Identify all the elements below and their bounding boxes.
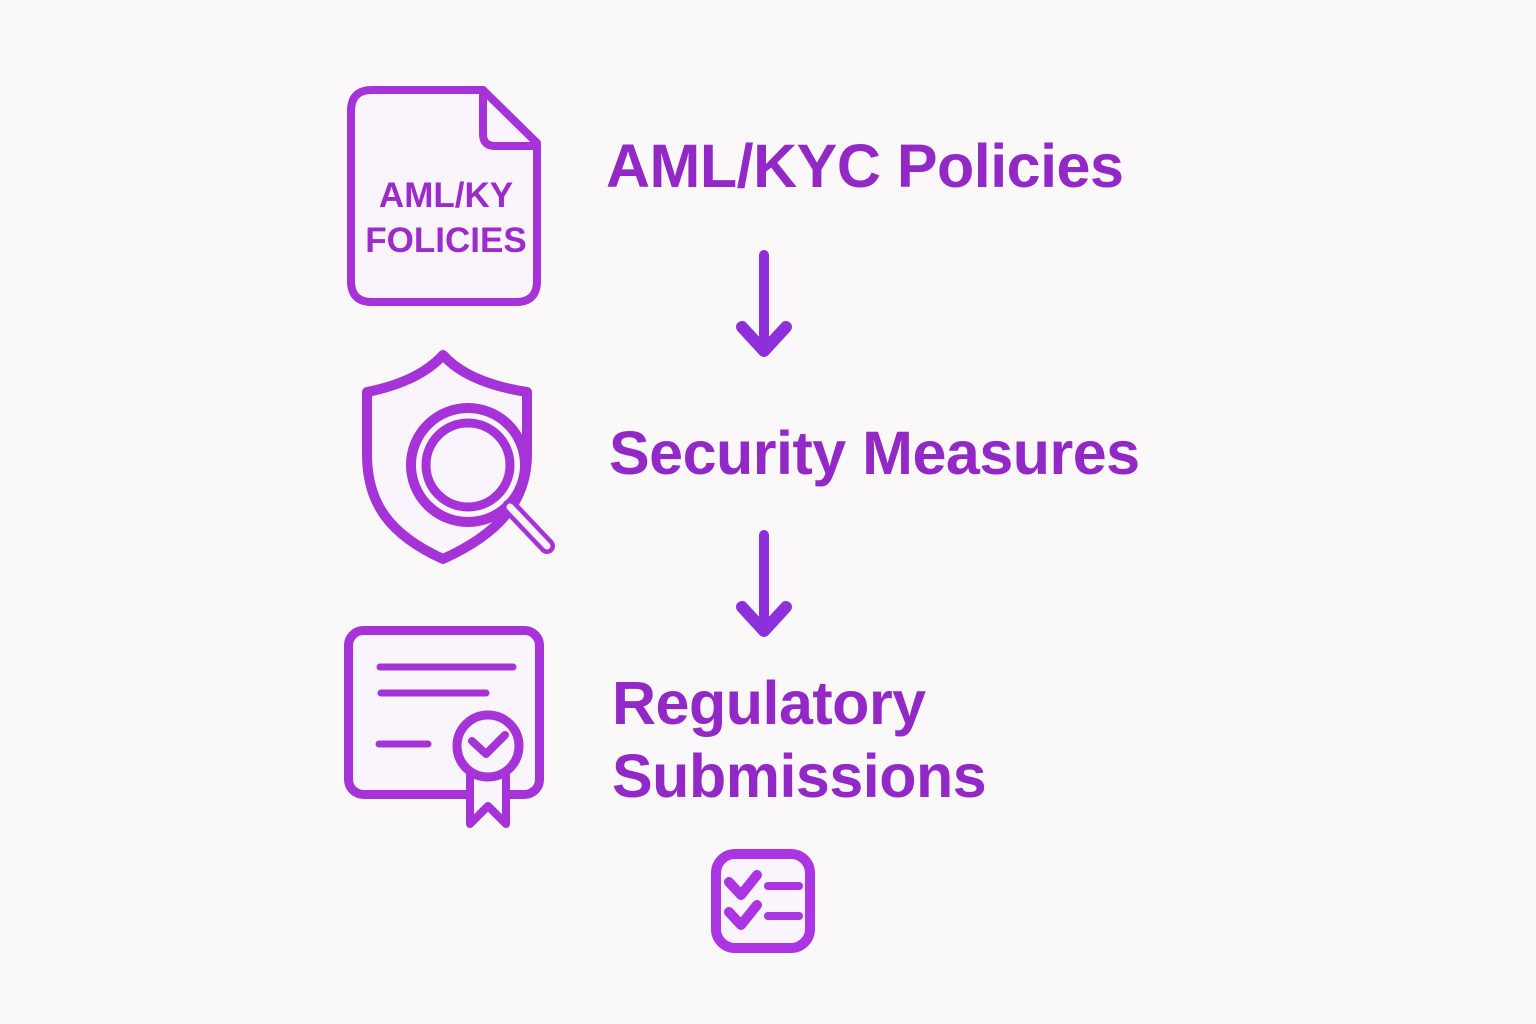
checklist-icon [711,849,815,953]
down-arrow-icon [728,528,800,640]
document-icon: AML/KY FOLICIES [346,85,542,307]
document-label-line2: FOLICIES [365,221,527,260]
down-arrow-icon [728,248,800,360]
document-label-line1: AML/KY [378,176,514,215]
step-title-aml-kyc-policies: AML/KYC Policies [606,132,1124,200]
step-title-regulatory-submissions: Regulatory Submissions [612,669,987,810]
shield-magnifier-icon [358,350,563,565]
step-title-security-measures: Security Measures [609,419,1140,487]
certificate-icon [344,625,544,831]
